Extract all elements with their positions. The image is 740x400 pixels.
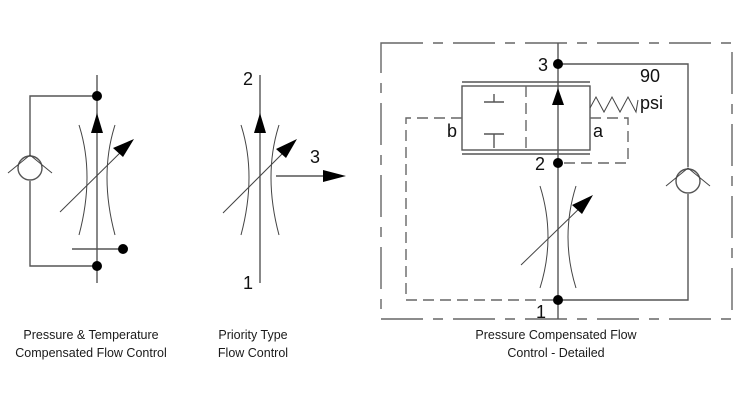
variable-orifice-icon: [222, 124, 297, 236]
flow-direction-arrow-icon: [552, 88, 564, 105]
flow-direction-arrow-icon: [254, 113, 266, 133]
port-3-dot: [553, 59, 563, 69]
variable-orifice-icon: [59, 124, 134, 236]
port-label-3: 3: [538, 55, 548, 75]
spring-icon: [589, 95, 639, 114]
pilot-label-a: a: [593, 121, 604, 141]
port-label-1: 1: [536, 302, 546, 322]
bypass-line-top: [29, 95, 97, 155]
caption-line-1: Pressure Compensated Flow: [475, 328, 637, 342]
flow-direction-arrow-icon: [91, 113, 103, 133]
caption-line-2: Control - Detailed: [507, 346, 604, 360]
return-line-bottom: [558, 194, 689, 301]
caption-line-1: Pressure & Temperature: [23, 328, 158, 342]
compensator-spool-valve: [461, 81, 591, 155]
component-enclosure: [380, 42, 733, 320]
pilot-label-b: b: [447, 121, 457, 141]
spring-setting-unit: psi: [640, 93, 663, 113]
pilot-line-b: [405, 117, 558, 301]
port-1-dot: [553, 295, 563, 305]
spring-setting-value: 90: [640, 66, 660, 86]
bypass-line-bottom: [29, 181, 97, 267]
junction-dot: [92, 91, 102, 101]
return-line-top: [558, 63, 689, 167]
caption-line-2: Compensated Flow Control: [15, 346, 166, 360]
bypass-arrow-icon: [323, 170, 346, 182]
port-label-1: 1: [243, 273, 253, 293]
port-2-dot: [553, 158, 563, 168]
variable-orifice-icon: [520, 185, 593, 289]
port-label-3: 3: [310, 147, 320, 167]
temperature-sensor-dot: [118, 244, 128, 254]
pilot-line-a: [562, 117, 629, 164]
symbol-pressure-temperature-compensated: Pressure & Temperature Compensated Flow …: [7, 75, 167, 360]
caption-line-2: Flow Control: [218, 346, 288, 360]
junction-dot: [92, 261, 102, 271]
port-label-2: 2: [243, 69, 253, 89]
check-valve-icon: [7, 154, 53, 181]
symbol-pressure-compensated-detailed: 90 psi b a 3 2 1 Pressure Compensated Fl…: [380, 42, 733, 360]
caption-line-1: Priority Type: [218, 328, 287, 342]
check-valve-icon: [665, 167, 711, 194]
port-label-2: 2: [535, 154, 545, 174]
symbol-priority-type: 2 1 3 Priority Type Flow Control: [218, 69, 346, 360]
